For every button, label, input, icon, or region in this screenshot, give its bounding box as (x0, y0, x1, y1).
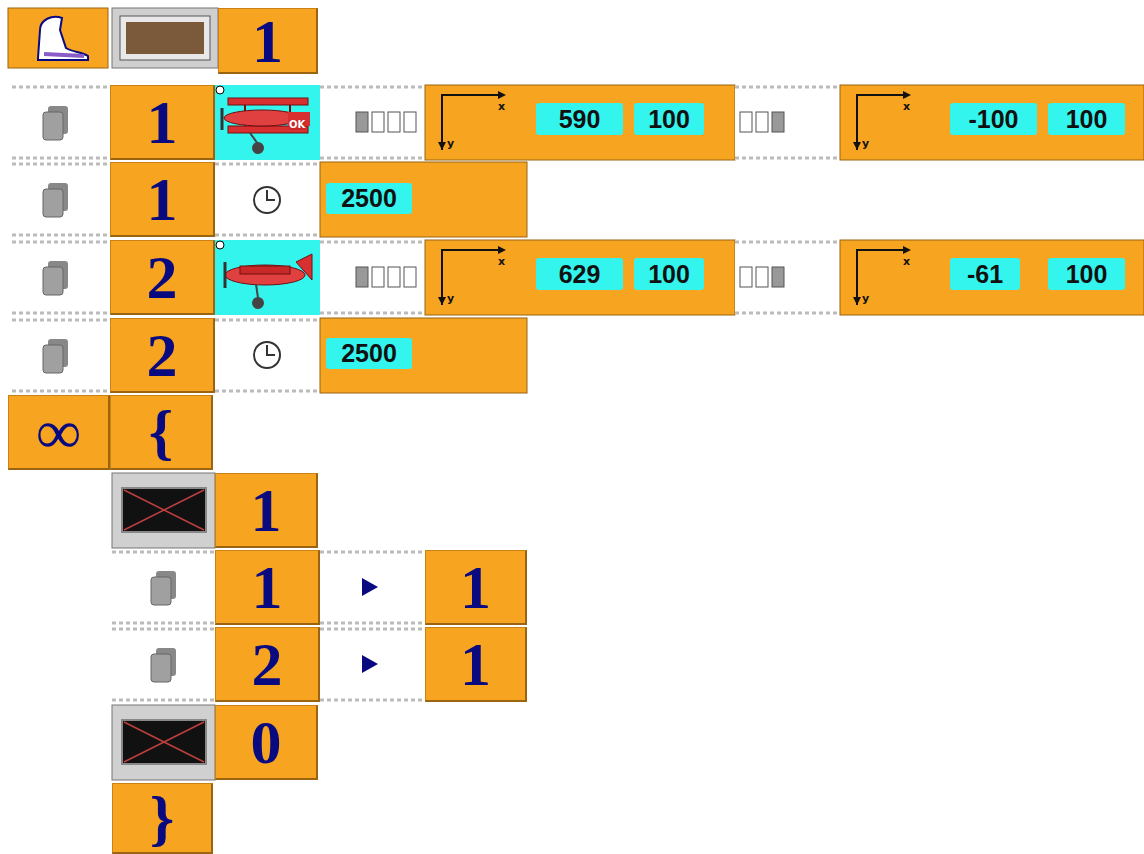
film-cell (320, 240, 425, 315)
axis-letter: y (447, 293, 454, 304)
block-value: 1 (460, 633, 491, 695)
value-block: 2 (110, 318, 215, 393)
value-block: 1 (110, 85, 215, 160)
value-block: 2 (215, 627, 320, 702)
value-block: 1 (110, 162, 215, 237)
film-cell (735, 240, 840, 315)
axis-letter: x (498, 256, 505, 267)
axis-letter: x (498, 101, 505, 112)
value-block: 1 (218, 8, 318, 74)
value-block: 1 (425, 550, 527, 625)
clock-cell (215, 162, 320, 237)
number-field: 2500 (326, 338, 412, 369)
value-block: 1 (215, 473, 318, 548)
axis-letter: y (447, 138, 454, 149)
number-value: 100 (648, 262, 690, 287)
sprite-icon-cell (112, 627, 215, 702)
play-cell (320, 627, 425, 702)
number-field: 100 (1048, 258, 1125, 290)
axis-letter: y (862, 293, 869, 304)
position-panel (425, 85, 735, 160)
number-field: 100 (634, 103, 704, 135)
biplane-picture (215, 85, 320, 160)
number-field: 100 (634, 258, 704, 290)
value-block: 1 (215, 550, 320, 625)
block-value: { (149, 401, 173, 463)
block-value: 1 (252, 10, 283, 72)
block-value: 1 (460, 556, 491, 618)
number-field: -61 (950, 258, 1020, 290)
screen-icon-cell (112, 8, 218, 68)
number-value: 629 (559, 262, 601, 287)
value-block: 0 (215, 705, 318, 780)
sprite-icon-cell (112, 550, 215, 625)
clear-screen-icon (112, 473, 215, 548)
number-value: 2500 (341, 186, 397, 211)
plane-marking: OK (289, 120, 305, 130)
wait-panel (320, 162, 527, 237)
number-value: 100 (1066, 107, 1108, 132)
value-block: ∞ (8, 395, 110, 470)
block-value: 1 (147, 91, 178, 153)
position-panel (840, 85, 1144, 160)
number-field: 100 (1048, 103, 1125, 135)
value-block: 1 (425, 627, 527, 702)
sprite-icon-cells (12, 85, 110, 393)
block-value: 2 (147, 324, 178, 386)
axis-letter: x (903, 256, 910, 267)
play-cell (320, 550, 425, 625)
position-panel (425, 240, 735, 315)
number-value: 100 (1066, 262, 1108, 287)
block-value: 1 (147, 168, 178, 230)
block-value: } (150, 787, 174, 849)
number-field: -100 (950, 103, 1037, 135)
number-value: -61 (967, 262, 1003, 287)
block-value: 1 (251, 479, 282, 541)
value-block: 2 (110, 240, 215, 315)
film-cell (320, 85, 425, 160)
number-value: -100 (968, 107, 1018, 132)
position-panel (840, 240, 1144, 315)
number-field: 590 (536, 103, 623, 135)
block-value: 1 (252, 556, 283, 618)
wait-panel (320, 318, 527, 393)
block-value: ∞ (36, 401, 80, 463)
block-value: 0 (251, 711, 282, 773)
axis-letter: y (862, 138, 869, 149)
clear-screen-icon (112, 705, 215, 780)
block-value: 2 (252, 633, 283, 695)
monoplane-picture (215, 240, 320, 315)
value-block: { (110, 395, 213, 470)
axis-letter: x (903, 101, 910, 112)
clock-cell (215, 318, 320, 393)
film-cell (735, 85, 840, 160)
number-value: 2500 (341, 341, 397, 366)
number-value: 590 (559, 107, 601, 132)
block-value: 2 (147, 246, 178, 308)
number-field: 2500 (326, 183, 412, 214)
number-field: 629 (536, 258, 623, 290)
number-value: 100 (648, 107, 690, 132)
boot-icon-cell (8, 8, 108, 68)
value-block: } (112, 783, 213, 854)
